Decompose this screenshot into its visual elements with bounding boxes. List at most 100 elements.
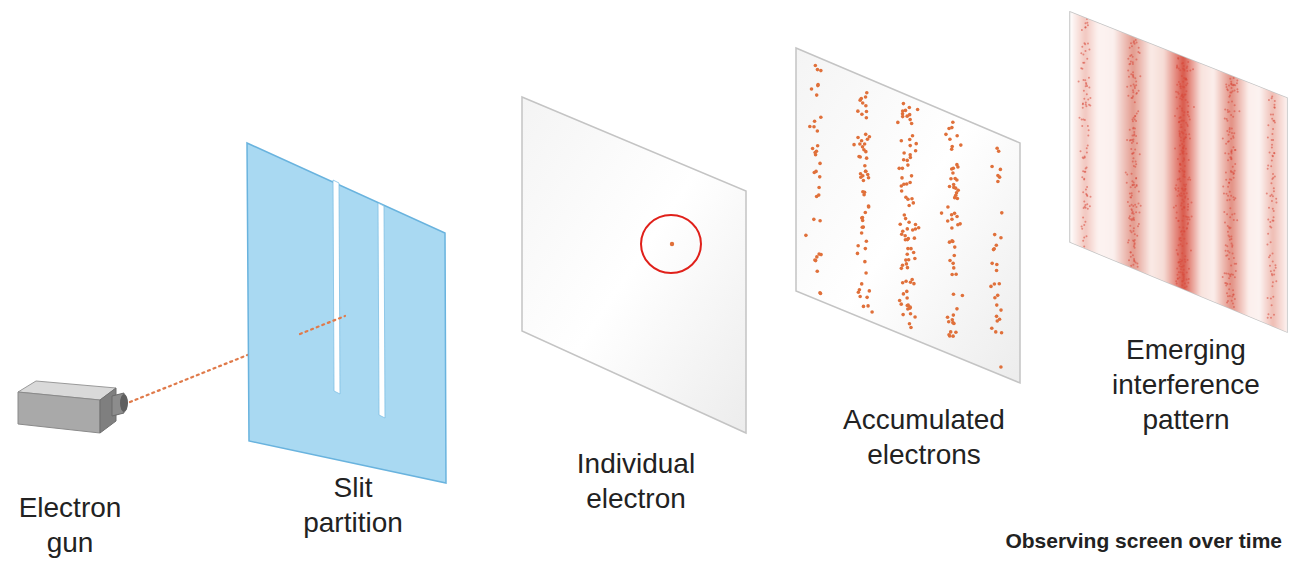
interference-speckle — [1229, 191, 1231, 193]
interference-speckle — [1129, 55, 1131, 57]
electron-dot — [814, 170, 818, 174]
electron-gun — [18, 381, 128, 433]
interference-speckle — [1178, 271, 1180, 273]
interference-speckle — [1187, 101, 1189, 103]
interference-speckle — [1181, 126, 1183, 128]
interference-speckle — [1139, 153, 1141, 155]
interference-speckle — [1271, 194, 1273, 196]
interference-speckle — [1083, 178, 1085, 180]
electron-dot — [948, 240, 952, 244]
interference-speckle — [1185, 84, 1187, 86]
interference-speckle — [1086, 203, 1088, 205]
interference-speckle — [1136, 92, 1138, 94]
electron-dot — [906, 197, 910, 201]
interference-speckle — [1078, 81, 1080, 83]
interference-speckle — [1082, 103, 1084, 105]
electron-dot — [907, 258, 911, 262]
interference-speckle — [1132, 120, 1134, 122]
electron-dot — [905, 252, 909, 256]
interference-speckle — [1134, 115, 1136, 117]
interference-speckle — [1086, 152, 1088, 154]
interference-speckle — [1086, 18, 1088, 20]
interference-speckle — [1132, 95, 1134, 97]
electron-dot — [998, 317, 1002, 321]
interference-speckle — [1186, 70, 1188, 72]
interference-speckle — [1227, 111, 1229, 113]
electron-dot — [950, 318, 954, 322]
electron-dot — [866, 173, 870, 177]
interference-speckle — [1223, 193, 1225, 195]
interference-speckle — [1180, 87, 1182, 89]
interference-speckle — [1133, 213, 1135, 215]
interference-speckle — [1228, 252, 1230, 254]
electron-dot — [905, 159, 909, 163]
electron-dot — [858, 142, 862, 146]
interference-speckle — [1088, 129, 1090, 131]
electron-dot — [865, 110, 869, 114]
electron-dot — [910, 197, 914, 201]
interference-speckle — [1228, 96, 1230, 98]
interference-speckle — [1178, 93, 1180, 95]
interference-speckle — [1082, 54, 1084, 56]
interference-speckle — [1084, 50, 1086, 52]
interference-speckle — [1180, 204, 1182, 206]
interference-speckle — [1129, 251, 1131, 253]
interference-speckle — [1229, 127, 1231, 129]
interference-speckle — [1231, 213, 1233, 215]
interference-speckle — [1266, 193, 1268, 195]
interference-speckle — [1174, 115, 1176, 117]
interference-speckle — [1188, 216, 1190, 218]
interference-speckle — [1183, 206, 1185, 208]
interference-speckle — [1180, 136, 1182, 138]
electron-dot — [953, 212, 957, 216]
interference-speckle — [1085, 102, 1087, 104]
interference-speckle — [1273, 152, 1275, 154]
interference-speckle — [1183, 114, 1185, 116]
electron-dot — [955, 163, 959, 167]
interference-speckle — [1181, 252, 1183, 254]
interference-speckle — [1083, 179, 1085, 181]
interference-speckle — [1188, 133, 1190, 135]
interference-speckle — [1234, 213, 1236, 215]
electron-dot — [816, 144, 820, 148]
interference-speckle — [1183, 138, 1185, 140]
interference-speckle — [1181, 63, 1183, 65]
interference-speckle — [1224, 272, 1226, 274]
electron-dot — [950, 126, 954, 130]
interference-speckle — [1237, 91, 1239, 93]
interference-speckle — [1178, 244, 1180, 246]
electron-dot — [944, 133, 948, 137]
electron-dot — [804, 234, 808, 238]
interference-speckle — [1186, 65, 1188, 67]
interference-speckle — [1130, 148, 1132, 150]
interference-speckle — [1082, 62, 1084, 64]
interference-speckle — [1185, 90, 1187, 92]
interference-speckle — [1187, 61, 1189, 63]
interference-speckle — [1127, 201, 1129, 203]
interference-speckle — [1134, 118, 1136, 120]
interference-speckle — [1185, 78, 1187, 80]
interference-speckle — [1127, 241, 1129, 243]
electron-dot — [870, 310, 874, 314]
electron-dot — [993, 296, 997, 300]
interference-speckle — [1179, 105, 1181, 107]
interference-speckle — [1236, 82, 1238, 84]
interference-speckle — [1226, 292, 1228, 294]
electron-dot — [903, 213, 907, 217]
interference-speckle — [1177, 274, 1179, 276]
interference-speckle — [1273, 210, 1275, 212]
electron-dot — [956, 188, 960, 192]
interference-speckle — [1180, 268, 1182, 270]
electron-dot — [902, 158, 906, 162]
interference-speckle — [1177, 57, 1179, 59]
interference-speckle — [1183, 230, 1185, 232]
electron-dot — [901, 281, 905, 285]
interference-speckle — [1226, 120, 1228, 122]
electron-beam — [300, 316, 345, 334]
interference-speckle — [1135, 206, 1137, 208]
interference-speckle — [1084, 26, 1086, 28]
interference-speckle — [1139, 75, 1141, 77]
interference-speckle — [1230, 227, 1232, 229]
electron-dot — [913, 236, 917, 240]
interference-speckle — [1187, 209, 1189, 211]
